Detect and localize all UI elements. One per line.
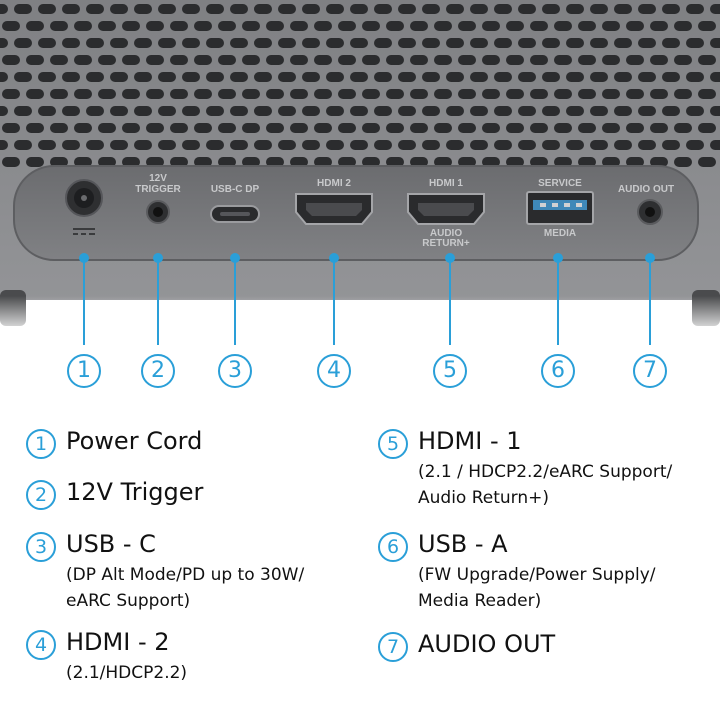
hdmi1-sub-label-line2: RETURN+ [422, 238, 470, 249]
callout-leader-lines [79, 253, 655, 345]
ventilation-grille [0, 4, 720, 167]
legend-title: HDMI - 1 [418, 427, 522, 455]
hdmi1-sub-label-line1: AUDIO [430, 228, 462, 239]
usbc-port[interactable] [210, 205, 260, 223]
legend-description: (DP Alt Mode/PD up to 30W/ eARC Support) [66, 565, 305, 611]
legend-number: 4 [26, 630, 56, 660]
usbc-label: USB-C DP [211, 184, 260, 195]
legend-title: USB - C [66, 530, 156, 558]
callout-3: 3 [218, 354, 252, 388]
legend-title: USB - A [418, 530, 508, 558]
callout-4: 4 [317, 354, 351, 388]
legend-description: (2.1 / HDCP2.2/eARC Support/ Audio Retur… [418, 462, 673, 508]
legend-title: Power Cord [66, 427, 203, 455]
legend-description: (2.1/HDCP2.2) [66, 663, 188, 683]
dc-symbol-icon [73, 228, 95, 235]
trigger-label-line1: 12V [149, 173, 167, 184]
power-port[interactable] [65, 179, 103, 217]
legend-description: (FW Upgrade/Power Supply/ Media Reader) [418, 565, 656, 611]
hdmi2-label: HDMI 2 [317, 178, 351, 189]
legend-number: 2 [26, 480, 56, 510]
trigger-label-line2: TRIGGER [135, 184, 181, 195]
trigger-jack[interactable] [146, 200, 170, 224]
legend-number: 6 [378, 532, 408, 562]
legend-title: AUDIO OUT [418, 630, 556, 658]
callout-1: 1 [67, 354, 101, 388]
legend-title: HDMI - 2 [66, 628, 170, 656]
callout-7: 7 [633, 354, 667, 388]
callout-6: 6 [541, 354, 575, 388]
callout-2: 2 [141, 354, 175, 388]
audio-out-label: AUDIO OUT [618, 184, 674, 195]
hdmi1-port[interactable] [407, 193, 485, 225]
legend-number: 3 [26, 532, 56, 562]
legend-number: 5 [378, 429, 408, 459]
projector-rear-panel: 12V TRIGGER USB-C DP HDMI 2 HDMI 1 AUDIO… [0, 0, 720, 345]
legend-title: 12V Trigger [66, 478, 204, 506]
usba-bottom-label: MEDIA [544, 228, 576, 239]
hdmi1-label: HDMI 1 [429, 178, 463, 189]
legend-number: 7 [378, 632, 408, 662]
legend-number: 1 [26, 429, 56, 459]
hdmi2-port[interactable] [295, 193, 373, 225]
usba-top-label: SERVICE [538, 178, 582, 189]
audio-out-jack[interactable] [637, 199, 663, 225]
usba-port[interactable] [526, 191, 594, 225]
callout-5: 5 [433, 354, 467, 388]
